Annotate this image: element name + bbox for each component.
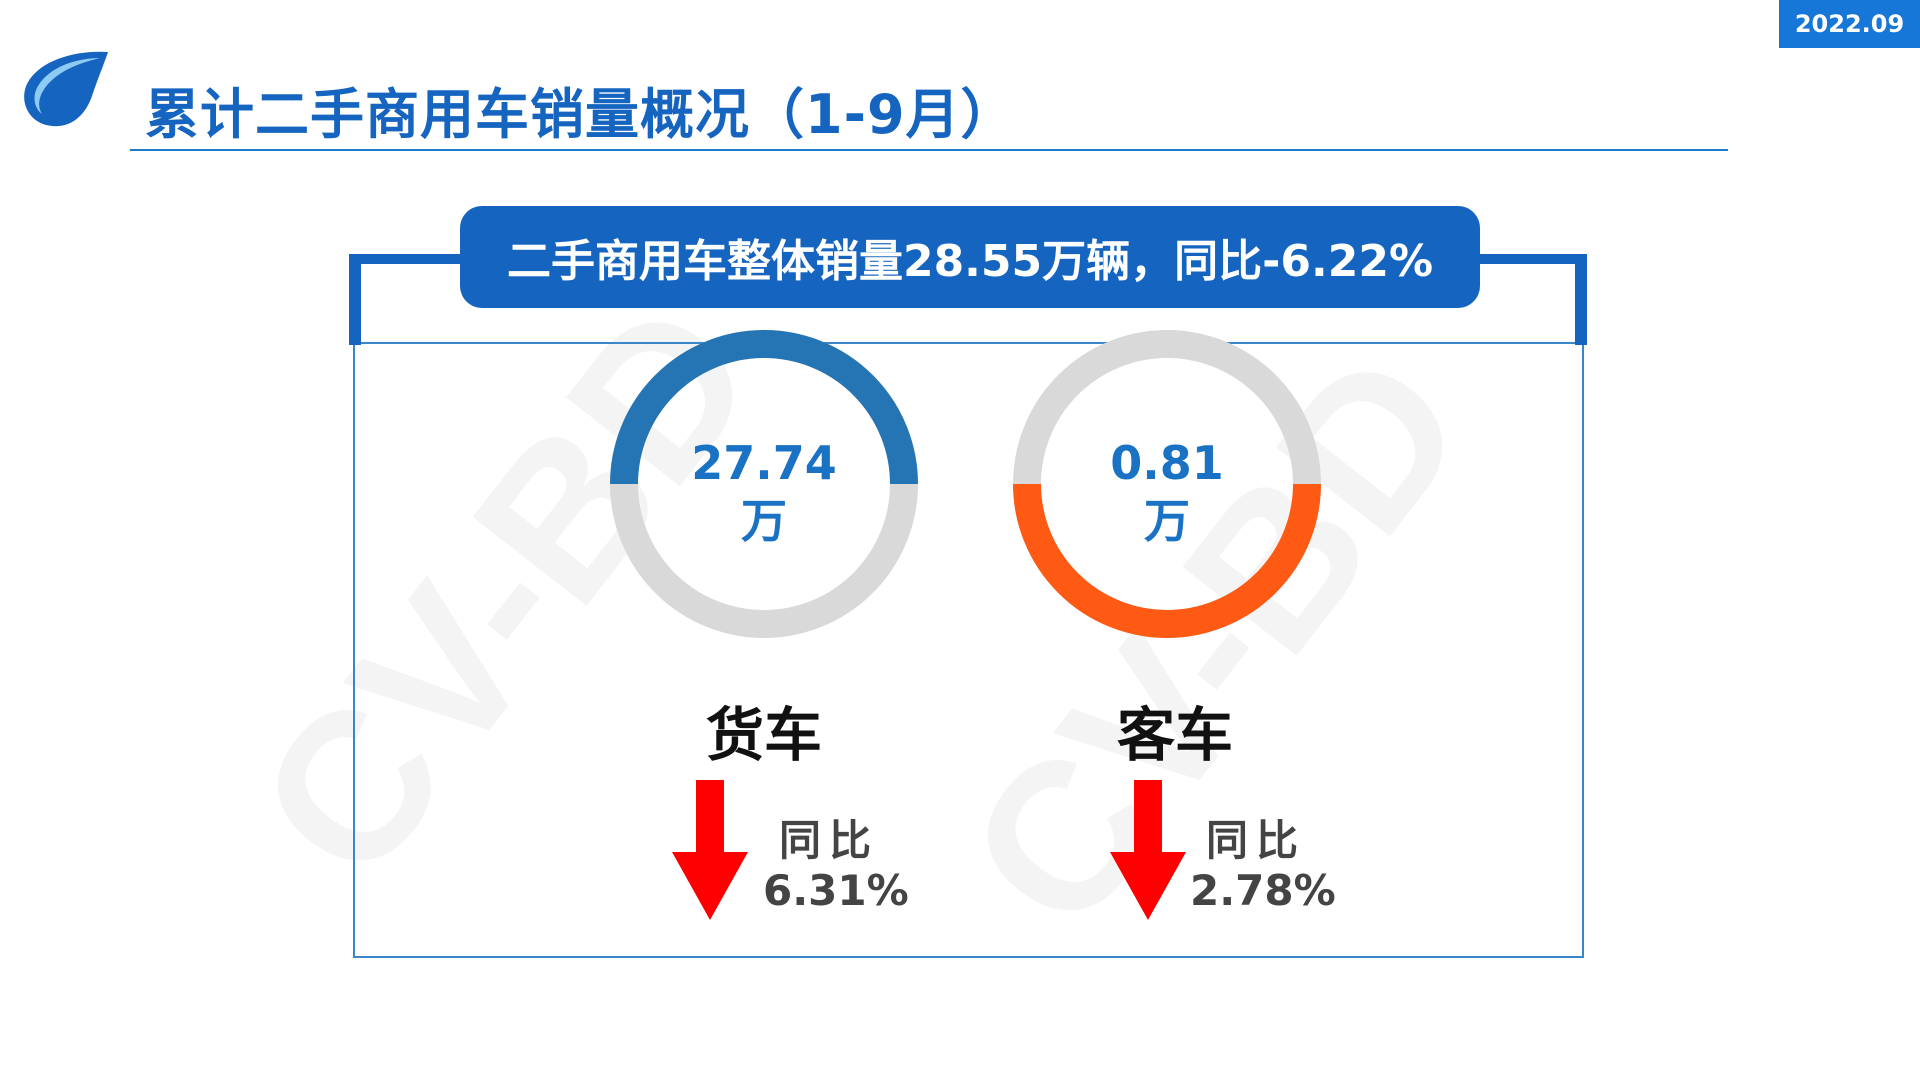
- ring-fill: [610, 330, 918, 485]
- bus-volume-unit: 万: [1144, 494, 1190, 548]
- droplet-logo-icon: [24, 51, 108, 127]
- bus-yoy-label: 同比: [1206, 816, 1307, 865]
- bus-label: 客车: [1116, 701, 1233, 769]
- truck-yoy: 同比 6.31%: [763, 816, 909, 916]
- bus-yoy: 同比 2.78%: [1190, 816, 1336, 916]
- truck-volume: 27.74 万: [634, 434, 894, 550]
- bus-donut-chart: [1013, 330, 1321, 638]
- truck-yoy-label: 同比: [779, 816, 880, 865]
- truck-yoy-value: 6.31%: [763, 866, 909, 915]
- truck-volume-number: 27.74: [691, 436, 837, 490]
- ring-fill: [1013, 483, 1321, 638]
- page-title: 累计二手商用车销量概况（1-9月）: [145, 83, 1016, 146]
- date-badge: 2022.09: [1779, 0, 1920, 48]
- down-arrow-icon: [1110, 780, 1186, 920]
- bus-volume-number: 0.81: [1110, 436, 1224, 490]
- truck-volume-unit: 万: [741, 494, 787, 548]
- bus-yoy-value: 2.78%: [1190, 866, 1336, 915]
- summary-banner: 二手商用车整体销量28.55万辆，同比-6.22%: [460, 206, 1480, 308]
- down-arrow-icon: [672, 780, 748, 920]
- bus-volume: 0.81 万: [1037, 434, 1297, 550]
- title-divider: [130, 149, 1728, 151]
- truck-donut-chart: [610, 330, 918, 638]
- truck-label: 货车: [705, 701, 822, 769]
